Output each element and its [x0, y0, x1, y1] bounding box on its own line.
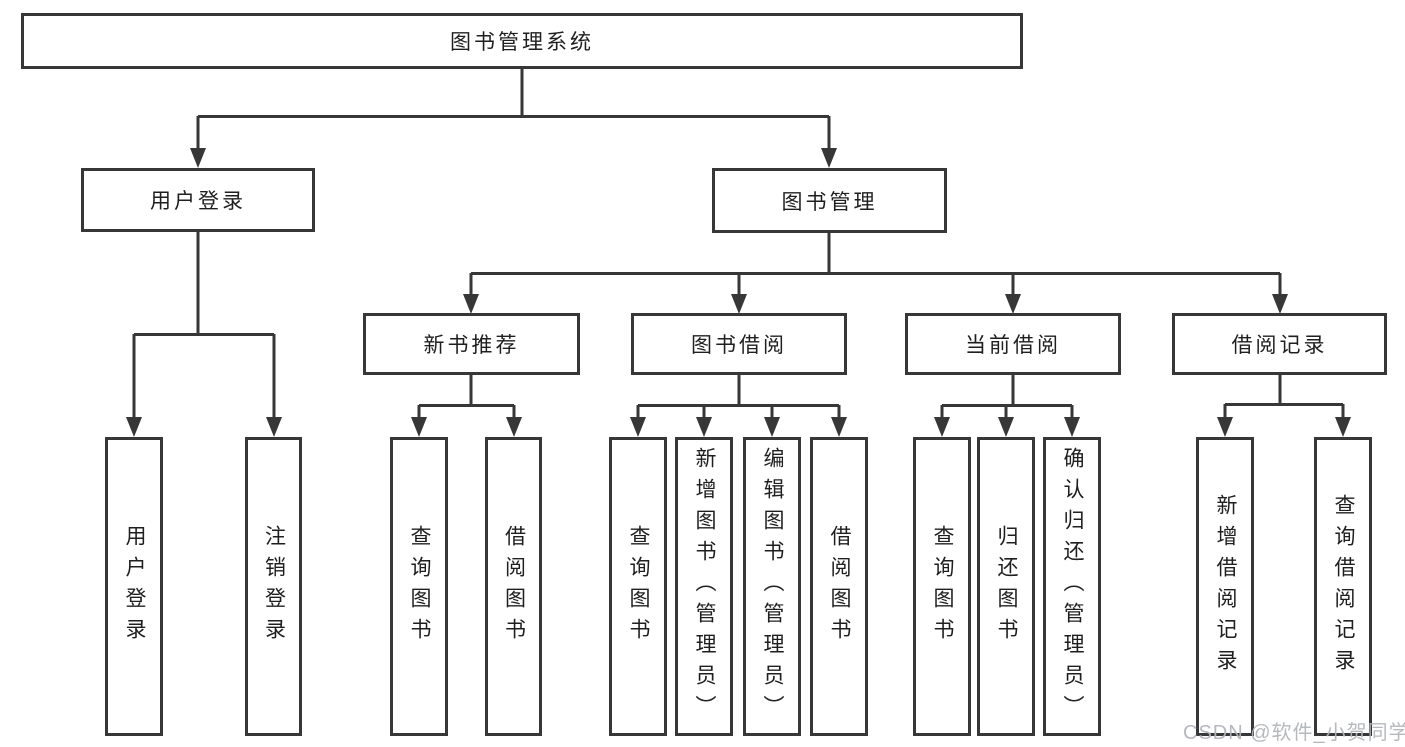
arrowhead-nb-borrow-book	[506, 417, 522, 437]
node-cb-confirm-return: 确认归还（管理员）	[1043, 437, 1101, 736]
node-nb-borrow-book: 借阅图书	[485, 437, 542, 736]
node-cb-query-book-label: 查询图书	[931, 524, 954, 649]
node-cb-return-book: 归还图书	[977, 437, 1035, 736]
node-bb-query-book: 查询图书	[609, 437, 667, 736]
node-br-add-record: 新增借阅记录	[1196, 437, 1254, 736]
node-borrow-record-label: 借阅记录	[1231, 334, 1328, 357]
node-bb-query-book-label: 查询图书	[627, 524, 650, 649]
arrowhead-current-borrow	[1005, 294, 1021, 314]
arrowhead-leaf-user-login	[126, 417, 142, 437]
node-book-borrow: 图书借阅	[631, 313, 847, 375]
node-current-borrow: 当前借阅	[905, 313, 1121, 375]
node-br-query-record-label: 查询借阅记录	[1332, 493, 1355, 680]
node-book-mgmt: 图书管理	[712, 168, 947, 233]
arrowhead-new-book-rec	[463, 294, 479, 314]
node-new-book-rec: 新书推荐	[363, 313, 580, 375]
node-bb-edit-book-label: 编辑图书（管理员）	[761, 447, 784, 726]
node-borrow-record: 借阅记录	[1172, 313, 1387, 375]
node-new-book-rec-label: 新书推荐	[423, 334, 520, 357]
arrowhead-book-borrow	[731, 294, 747, 314]
arrowhead-bb-edit-book	[764, 417, 780, 437]
arrowhead-cb-query-book	[934, 417, 950, 437]
node-br-query-record: 查询借阅记录	[1314, 437, 1372, 736]
arrowhead-cb-return-book	[998, 417, 1014, 437]
csdn-watermark: CSDN @软件_小贺同学	[1183, 722, 1405, 744]
node-root-label: 图书管理系统	[450, 31, 594, 54]
node-user-login: 用户登录	[81, 168, 315, 232]
node-br-add-record-label: 新增借阅记录	[1214, 493, 1237, 680]
node-nb-borrow-book-label: 借阅图书	[502, 524, 526, 649]
node-nb-query-book-label: 查询图书	[408, 524, 431, 649]
arrowhead-bb-query-book	[630, 417, 646, 437]
arrowhead-user-login	[190, 148, 206, 168]
node-bb-borrow-book-label: 借阅图书	[828, 524, 851, 649]
arrowhead-bb-add-book	[696, 417, 712, 437]
arrowhead-borrow-record	[1272, 294, 1288, 314]
node-leaf-user-login-label: 用户登录	[123, 524, 146, 649]
arrowhead-nb-query-book	[411, 417, 427, 437]
arrowhead-br-add-record	[1217, 417, 1233, 437]
arrowhead-br-query-record	[1335, 417, 1351, 437]
node-bb-borrow-book: 借阅图书	[810, 437, 868, 736]
node-book-mgmt-label: 图书管理	[781, 190, 878, 214]
arrowhead-bb-borrow-book	[831, 417, 847, 437]
node-leaf-user-login: 用户登录	[105, 437, 163, 736]
node-current-borrow-label: 当前借阅	[965, 334, 1061, 357]
node-cb-query-book: 查询图书	[913, 437, 971, 736]
node-bb-add-book-label: 新增图书（管理员）	[693, 447, 716, 726]
node-leaf-logout: 注销登录	[245, 437, 302, 736]
arrowhead-book-mgmt	[821, 148, 837, 168]
node-bb-add-book: 新增图书（管理员）	[675, 437, 733, 736]
node-cb-return-book-label: 归还图书	[995, 524, 1018, 649]
node-nb-query-book: 查询图书	[390, 437, 448, 736]
arrowhead-leaf-logout	[266, 417, 282, 437]
node-cb-confirm-return-label: 确认归还（管理员）	[1061, 447, 1084, 726]
node-user-login-label: 用户登录	[150, 190, 246, 213]
node-bb-edit-book: 编辑图书（管理员）	[743, 437, 801, 736]
arrowhead-cb-confirm-return	[1064, 417, 1080, 437]
node-root: 图书管理系统	[21, 13, 1023, 69]
node-leaf-logout-label: 注销登录	[262, 524, 286, 649]
node-book-borrow-label: 图书借阅	[691, 334, 787, 357]
